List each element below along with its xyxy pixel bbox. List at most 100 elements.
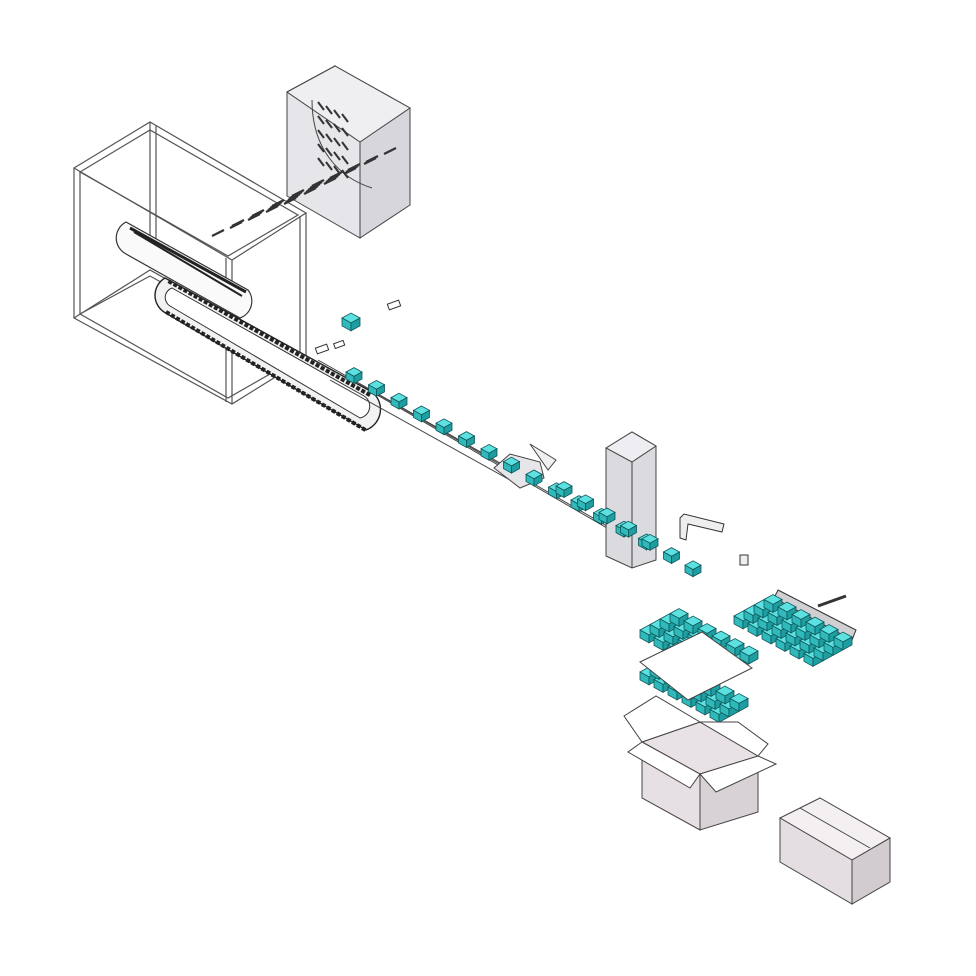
cube: [576, 494, 595, 512]
feed-item: [283, 197, 297, 205]
chain-link: [270, 372, 277, 379]
chain-link: [350, 420, 357, 426]
cube-right: [842, 636, 853, 651]
chain-link: [320, 402, 327, 408]
cube: [791, 609, 811, 629]
chain-link: [228, 313, 234, 320]
chain-link: [210, 337, 216, 343]
feed-item: [325, 105, 333, 115]
feed-item: [265, 205, 279, 213]
chain-link: [223, 310, 229, 317]
chain-link: [263, 333, 270, 340]
cube: [525, 469, 543, 487]
feed-item: [317, 143, 325, 153]
chain-link: [238, 319, 245, 326]
cube-right: [443, 422, 453, 436]
spacer-tile: [314, 343, 330, 355]
machine-top: [604, 431, 657, 463]
feed-item: [383, 147, 397, 155]
conveyor-cubes: [314, 299, 702, 578]
chain-link: [279, 342, 285, 348]
cube-right: [671, 551, 680, 565]
chain-link: [182, 287, 189, 294]
chain-link: [260, 366, 266, 373]
separator-sheet: [639, 631, 753, 701]
feed-item: [333, 137, 341, 147]
robot-arm: [679, 513, 749, 566]
feed-item: [333, 123, 341, 133]
chain-link: [361, 426, 367, 432]
chain-link: [250, 360, 256, 367]
feed-item: [341, 141, 349, 151]
chain-link: [235, 351, 241, 358]
chain-link: [172, 282, 179, 288]
cube: [457, 431, 476, 449]
chain-link: [335, 411, 342, 417]
cube: [390, 392, 408, 410]
cube-right: [628, 524, 637, 538]
cube: [729, 693, 749, 713]
chain-link: [356, 423, 362, 429]
cube-right: [606, 511, 616, 525]
feed-item: [325, 119, 333, 129]
cube-right: [692, 564, 702, 578]
chain-link: [208, 302, 214, 308]
chain-link: [243, 322, 250, 328]
feed-item: [229, 221, 243, 229]
feed-item: [317, 101, 325, 111]
cube: [683, 615, 703, 635]
chain-link: [274, 339, 280, 346]
carton-flap-right: [699, 755, 778, 793]
cube: [763, 594, 783, 614]
chain-link: [324, 368, 331, 374]
chain-link: [280, 378, 287, 385]
chain-link: [185, 322, 191, 328]
chain-link: [325, 405, 332, 411]
chain-link: [192, 293, 199, 300]
cube-right: [376, 384, 385, 397]
cube: [777, 601, 797, 621]
cube-right: [563, 485, 573, 499]
cube-groups: [314, 299, 853, 724]
feed-item: [333, 165, 341, 175]
spacer-tile: [386, 299, 402, 311]
cube-right: [738, 697, 749, 713]
feed-item: [343, 167, 357, 175]
cube: [598, 507, 616, 525]
chain-link: [215, 339, 221, 346]
chain-link: [240, 354, 246, 361]
chain-link: [330, 408, 337, 414]
chain-link: [310, 396, 317, 402]
cube-right: [649, 538, 659, 551]
upper-conveyor: [115, 221, 253, 319]
chain-link: [315, 399, 322, 405]
feed-item: [333, 151, 341, 161]
feed-item: [317, 157, 325, 167]
chain-link: [265, 369, 271, 376]
chain-link: [195, 328, 201, 334]
chain-link: [253, 328, 260, 334]
cube-right: [398, 396, 408, 410]
cube: [641, 533, 659, 551]
cube-right: [421, 409, 430, 423]
chain-link: [230, 348, 236, 355]
chain-link: [165, 310, 171, 316]
cube: [555, 481, 573, 499]
chain-link: [284, 345, 290, 351]
chain-link: [190, 325, 196, 331]
chain-link: [340, 414, 347, 420]
cube-right: [511, 460, 520, 474]
cube: [502, 456, 521, 474]
chain-link: [329, 371, 336, 377]
feed-item: [341, 155, 349, 165]
chain-link: [289, 348, 295, 354]
chain-link: [294, 351, 300, 357]
chain-link: [258, 331, 265, 337]
chain-link: [248, 325, 255, 331]
cube: [662, 547, 681, 565]
closed-carton-right: [851, 837, 891, 905]
chain-link: [225, 345, 231, 352]
chain-link: [300, 390, 307, 396]
chain-link: [275, 375, 282, 382]
